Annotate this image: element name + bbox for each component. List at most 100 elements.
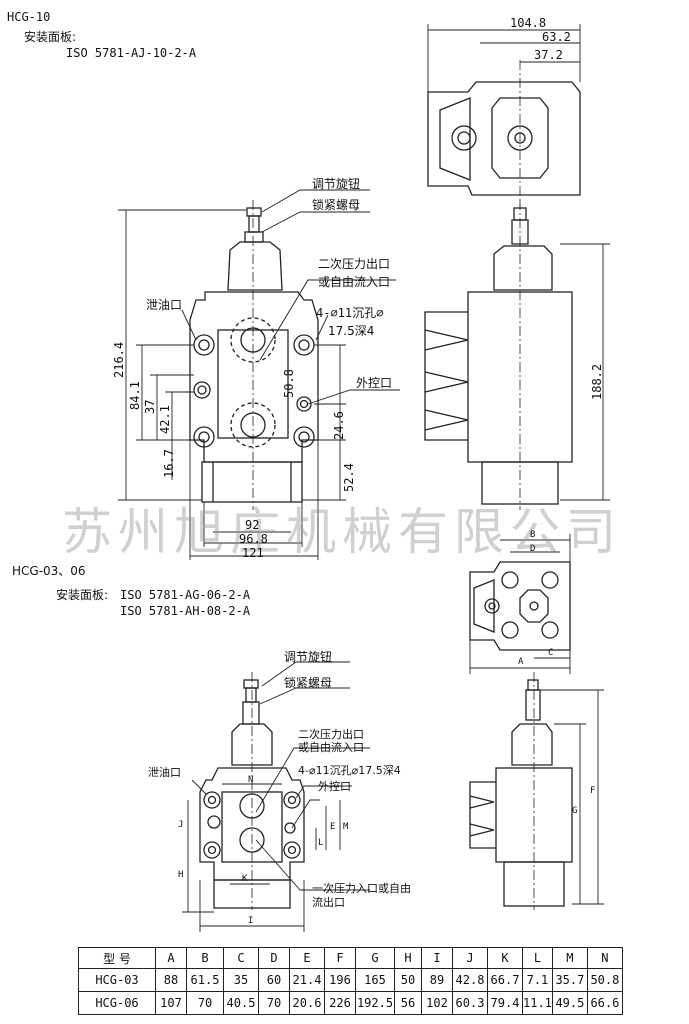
table-header-cell: K (487, 947, 523, 969)
bottom-label-external-pilot: 外控口 (318, 780, 351, 793)
table-cell: 66.7 (487, 968, 523, 992)
letter-K: K (242, 874, 248, 884)
table-cell: 196 (324, 968, 356, 992)
table-cell: 7.1 (522, 968, 553, 992)
table-header-cell: A (155, 947, 187, 969)
table-cell: 56 (394, 991, 422, 1015)
bottom-model-title: HCG-03、06 (12, 564, 86, 578)
table-cell: 192.5 (355, 991, 395, 1015)
dim-24-6: 24.6 (332, 411, 346, 440)
bottom-front-view (182, 661, 370, 932)
table-cell: 165 (355, 968, 395, 992)
dim-42-1: 42.1 (158, 405, 172, 434)
table-header-cell: E (289, 947, 325, 969)
letter-A: A (518, 657, 524, 667)
table-cell: 20.6 (289, 991, 325, 1015)
top-label-holes-2: 17.5深4 (328, 324, 375, 338)
top-model-title: HCG-10 (7, 10, 51, 24)
table-cell: 50.8 (586, 968, 623, 992)
top-front-dimension-lines (118, 209, 346, 560)
dim-37: 37 (143, 399, 157, 414)
top-label-free-inlet: 或自由流入口 (318, 275, 391, 289)
dim-96-8: 96.8 (239, 532, 268, 546)
table-cell: 60.3 (452, 991, 488, 1015)
table-cell: 35 (223, 968, 259, 992)
bottom-label-holes: 4-⌀11沉孔⌀17.5深4 (298, 764, 401, 777)
table-header-cell: 型 号 (78, 947, 156, 969)
table-header-cell: C (223, 947, 259, 969)
dim-84-1: 84.1 (128, 381, 142, 410)
letter-G: G (572, 806, 578, 816)
table-cell: 60 (258, 968, 290, 992)
dim-37-2: 37.2 (534, 48, 563, 62)
top-front-view (189, 200, 319, 510)
table-cell: HCG-03 (78, 968, 156, 992)
bottom-label-primary-inlet: 一次压力入口或自由 (312, 882, 411, 895)
table-header-cell: D (258, 947, 290, 969)
table-row: HCG-06 107 70 40.5 70 20.6 226 192.5 56 … (78, 991, 623, 1015)
table-cell: 40.5 (223, 991, 259, 1015)
table-header-cell: N (586, 947, 623, 969)
table-header-cell: B (186, 947, 224, 969)
table-cell: 49.5 (551, 991, 588, 1015)
table-cell: 50 (394, 968, 422, 992)
letter-M: M (343, 822, 349, 832)
bottom-label-secondary-outlet: 二次压力出口 (298, 728, 364, 741)
letter-N: N (248, 775, 254, 785)
top-label-drain: 泄油口 (146, 298, 183, 312)
table-header-cell: G (355, 947, 395, 969)
table-header-cell: H (394, 947, 422, 969)
top-leader-lines (181, 189, 400, 405)
table-header-cell: J (452, 947, 488, 969)
dim-16-7: 16.7 (162, 449, 176, 478)
table-cell: 42.8 (452, 968, 488, 992)
dim-121: 121 (242, 546, 264, 560)
table-cell: HCG-06 (78, 991, 156, 1015)
table-cell: 66.6 (586, 991, 623, 1015)
table-row: HCG-03 88 61.5 35 60 21.4 196 165 50 89 … (78, 968, 623, 992)
top-label-adjust-knob: 调节旋钮 (312, 177, 361, 191)
letter-B: B (530, 530, 536, 540)
table-cell: 70 (258, 991, 290, 1015)
table-cell: 102 (421, 991, 453, 1015)
table-cell: 88 (155, 968, 187, 992)
table-header-row: 型 号 A B C D E F G H I J K L M N (78, 947, 623, 969)
letter-H: H (178, 870, 184, 880)
table-cell: 79.4 (487, 991, 523, 1015)
table-cell: 89 (421, 968, 453, 992)
table-cell: 11.1 (522, 991, 553, 1015)
letter-I: I (248, 916, 254, 926)
table-header-cell: F (324, 947, 356, 969)
bottom-label-lock-nut: 锁紧螺母 (284, 676, 333, 690)
letter-L: L (318, 838, 324, 848)
dim-104-8: 104.8 (510, 16, 547, 30)
table-cell: 35.7 (551, 968, 588, 992)
table-cell: 107 (155, 991, 187, 1015)
top-label-holes-1: 4-⌀11沉孔⌀ (316, 306, 384, 320)
table-header-cell: L (522, 947, 553, 969)
dim-188-2: 188.2 (590, 363, 604, 400)
table-cell: 70 (186, 991, 224, 1015)
bottom-label-drain: 泄油口 (148, 766, 181, 779)
letter-J: J (178, 820, 184, 830)
dim-63-2: 63.2 (542, 30, 571, 44)
bottom-mount-standard-1: ISO 5781-AG-06-2-A (120, 588, 251, 602)
table-header-cell: M (551, 947, 588, 969)
dim-216-4: 216.4 (112, 341, 126, 378)
bottom-side-view (469, 672, 604, 910)
bottom-label-free-outlet: 流出口 (312, 896, 345, 909)
dim-50-8: 50.8 (282, 369, 296, 398)
top-label-lock-nut: 锁紧螺母 (312, 198, 361, 212)
bottom-label-adjust-knob: 调节旋钮 (284, 650, 333, 664)
dimension-table: 型 号 A B C D E F G H I J K L M N HCG-03 8… (78, 947, 623, 1015)
dim-92: 92 (245, 518, 260, 532)
bottom-mount-standard-2: ISO 5781-AH-08-2-A (120, 604, 251, 618)
table-header-cell: I (421, 947, 453, 969)
bottom-mount-label: 安装面板: (56, 588, 109, 602)
letter-E: E (330, 822, 336, 832)
watermark: 苏州旭庄机械有限公司 (62, 503, 622, 561)
letter-D: D (530, 544, 536, 554)
top-plan-view (427, 24, 581, 210)
table-cell: 21.4 (289, 968, 325, 992)
